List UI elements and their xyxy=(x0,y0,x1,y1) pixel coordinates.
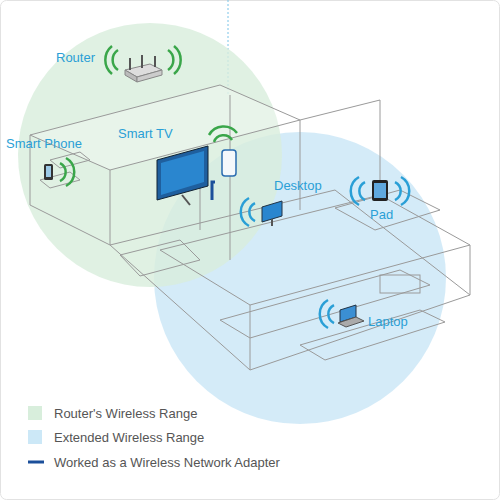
house-walls xyxy=(30,85,470,370)
device-label: Desktop xyxy=(274,178,322,194)
router-icon xyxy=(125,55,162,82)
legend-text: Extended Wireless Range xyxy=(54,430,204,445)
device-label: Laptop xyxy=(368,314,408,330)
device-label: Router xyxy=(56,50,95,66)
legend-swatch xyxy=(28,430,42,444)
device-label: Smart TV xyxy=(118,126,173,142)
tv-signal xyxy=(209,127,237,142)
smart-tv-icon xyxy=(157,146,208,205)
legend-row: Worked as a Wireless Network Adapter xyxy=(28,453,280,471)
router-signal xyxy=(105,46,180,74)
legend-line-slot xyxy=(28,455,42,469)
device-label: Pad xyxy=(370,207,393,223)
legend-text: Router's Wireless Range xyxy=(54,406,197,421)
legend-row: Router's Wireless Range xyxy=(28,404,197,422)
laptop-icon xyxy=(338,305,364,327)
desktop-icon xyxy=(262,201,282,226)
adapter-line-sample xyxy=(28,461,44,464)
smart-phone-icon xyxy=(44,164,53,180)
legend-row: Extended Wireless Range xyxy=(28,428,204,446)
device-label: Smart Phone xyxy=(6,136,82,152)
device-signals xyxy=(241,177,410,328)
phone-signal xyxy=(60,158,74,186)
legend-swatch xyxy=(28,406,42,420)
legend-text: Worked as a Wireless Network Adapter xyxy=(54,455,280,470)
pad-icon xyxy=(372,180,388,201)
wireless-adapter-icon xyxy=(212,150,236,200)
